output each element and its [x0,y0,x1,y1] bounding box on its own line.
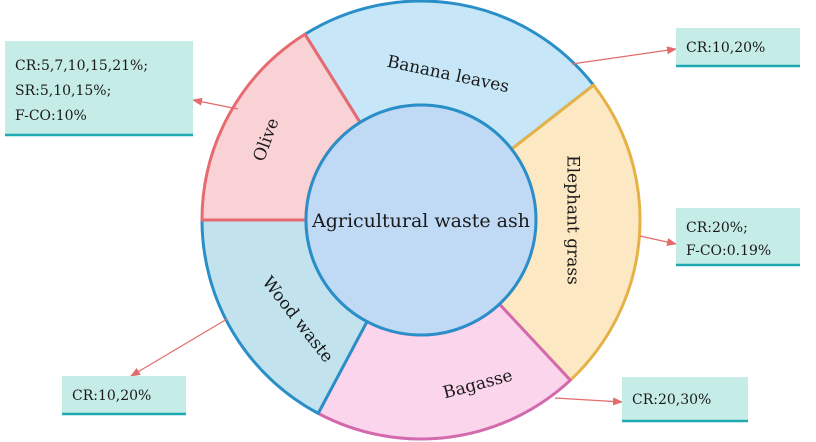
callout-banana-leaves: CR:10,20% [676,28,800,68]
callout-text: F-CO:10% [15,108,87,124]
arrow-olive [192,97,239,110]
connectors [130,46,677,406]
callout-box [62,376,186,414]
callout-text: F-CO:0.19% [686,243,771,259]
arrow-banana-leaves [571,46,677,65]
callout-box [5,41,193,135]
callout-box [676,208,800,265]
callout-wood-waste: CR:10,20% [62,376,186,416]
callout-text: CR:10,20% [686,40,765,56]
arrow-elephant-grass [639,235,677,246]
segment-label-elephant-grass: Elephant grass [563,155,583,285]
callout-box [622,377,748,421]
center-circle [304,103,538,337]
callout-text: CR:10,20% [72,388,151,404]
arrow-wood-waste [130,318,228,377]
callout-text: CR:20,30% [632,392,711,408]
callout-olive: CR:5,7,10,15,21%; SR:5,10,15%; F-CO:10% [5,41,193,137]
callout-text: SR:5,10,15%; [15,83,111,99]
arrow-bagasse [554,397,623,406]
callout-box [676,28,800,66]
callout-bagasse: CR:20,30% [622,377,748,423]
center-label: Agricultural waste ash [311,210,530,232]
callout-text: CR:5,7,10,15,21%; [15,58,148,74]
callout-text: CR:20%; [686,220,748,236]
callout-elephant-grass: CR:20%; F-CO:0.19% [676,208,800,267]
